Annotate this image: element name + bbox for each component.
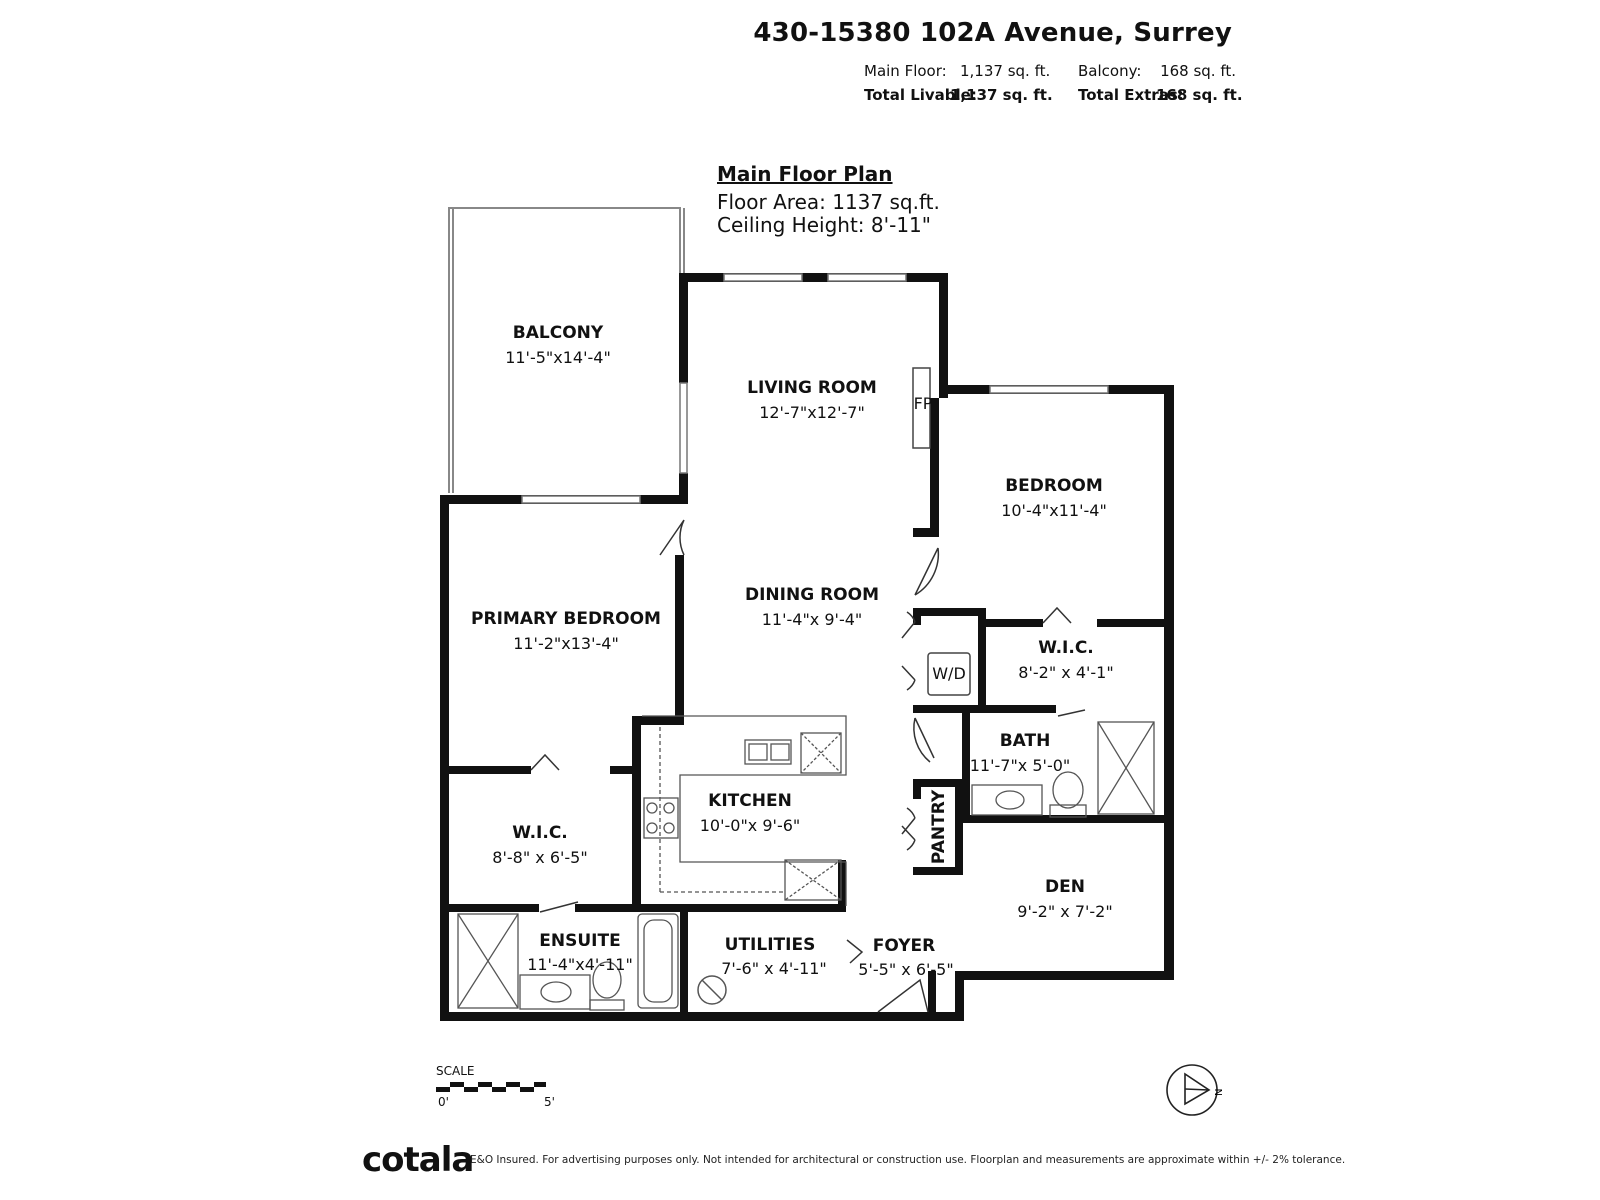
total-livable-value: 1,137 sq. ft. <box>950 86 1053 104</box>
balcony-outline <box>448 207 685 493</box>
den-name: DEN <box>1045 877 1085 897</box>
door-swings <box>530 519 1086 1013</box>
primary-bedroom-dim: 11'-2"x13'-4" <box>513 634 619 653</box>
washer-dryer <box>927 652 971 696</box>
main-floor-value: 1,137 sq. ft. <box>960 62 1051 80</box>
ensuite-fixtures <box>457 913 679 1011</box>
ceiling-height: Ceiling Height: 8'-11" <box>717 213 931 237</box>
balcony-label: Balcony: <box>1078 62 1142 80</box>
floor-area: Floor Area: 1137 sq.ft. <box>717 190 940 214</box>
balcony-door <box>679 382 688 474</box>
address-title: 430-15380 102A Avenue, Surrey <box>753 18 1232 48</box>
ensuite-name: ENSUITE <box>539 931 620 951</box>
scale-bar <box>436 1082 546 1092</box>
dining-room-dim: 11'-4"x 9'-4" <box>762 610 863 629</box>
wic-left-dim: 8'-8" x 6'-5" <box>492 848 587 867</box>
bath-dim: 11'-7"x 5'-0" <box>970 756 1071 775</box>
plan-title: Main Floor Plan <box>717 162 893 186</box>
ensuite-dim: 11'-4"x4'-11" <box>527 955 633 974</box>
compass-north-label: N <box>1214 1089 1225 1096</box>
wic-right-dim: 8'-2" x 4'-1" <box>1018 663 1113 682</box>
foyer-dim: 5'-5" x 6'-5" <box>858 960 953 979</box>
compass-icon <box>1166 1064 1218 1116</box>
living-room-dim: 12'-7"x12'-7" <box>759 403 865 422</box>
bath-name: BATH <box>1000 731 1051 751</box>
pantry-name: PANTRY <box>929 789 949 864</box>
scale-label: SCALE <box>436 1064 475 1078</box>
fireplace-label: FP <box>914 394 933 413</box>
dining-room-name: DINING ROOM <box>745 585 879 605</box>
utilities-dim: 7'-6" x 4'-11" <box>721 959 827 978</box>
wic-left-name: W.I.C. <box>512 823 568 843</box>
primary-bedroom-name: PRIMARY BEDROOM <box>471 609 661 629</box>
disclaimer: E&O Insured. For advertising purposes on… <box>470 1154 1346 1166</box>
fireplace <box>912 367 931 449</box>
wic-right-name: W.I.C. <box>1038 638 1094 658</box>
kitchen-name: KITCHEN <box>708 791 792 811</box>
kitchen-dim: 10'-0"x 9'-6" <box>700 816 801 835</box>
total-extras-value: 168 sq. ft. <box>1156 86 1243 104</box>
kitchen-fixtures <box>642 715 847 906</box>
foyer-name: FOYER <box>873 936 935 956</box>
main-floor-label: Main Floor: <box>864 62 947 80</box>
interior-walls <box>449 398 1167 1021</box>
water-heater <box>697 975 727 1005</box>
total-extras-label: Total Extras: <box>1078 86 1184 104</box>
washer-dryer-label: W/D <box>932 664 966 683</box>
windows <box>521 273 1109 504</box>
living-room-name: LIVING ROOM <box>747 378 877 398</box>
bedroom-name: BEDROOM <box>1005 476 1103 496</box>
scale-min: 0' <box>438 1095 449 1109</box>
balcony-name: BALCONY <box>513 323 604 343</box>
bedroom-dim: 10'-4"x11'-4" <box>1001 501 1107 520</box>
total-livable-label: Total Livable: <box>864 86 977 104</box>
scale-max: 5' <box>544 1095 555 1109</box>
balcony-dim: 11'-5"x14'-4" <box>505 348 611 367</box>
balcony-value: 168 sq. ft. <box>1160 62 1236 80</box>
den-dim: 9'-2" x 7'-2" <box>1017 902 1112 921</box>
cotala-logo: cotala <box>362 1140 474 1180</box>
utilities-name: UTILITIES <box>725 935 816 955</box>
bath-fixtures <box>971 721 1155 818</box>
